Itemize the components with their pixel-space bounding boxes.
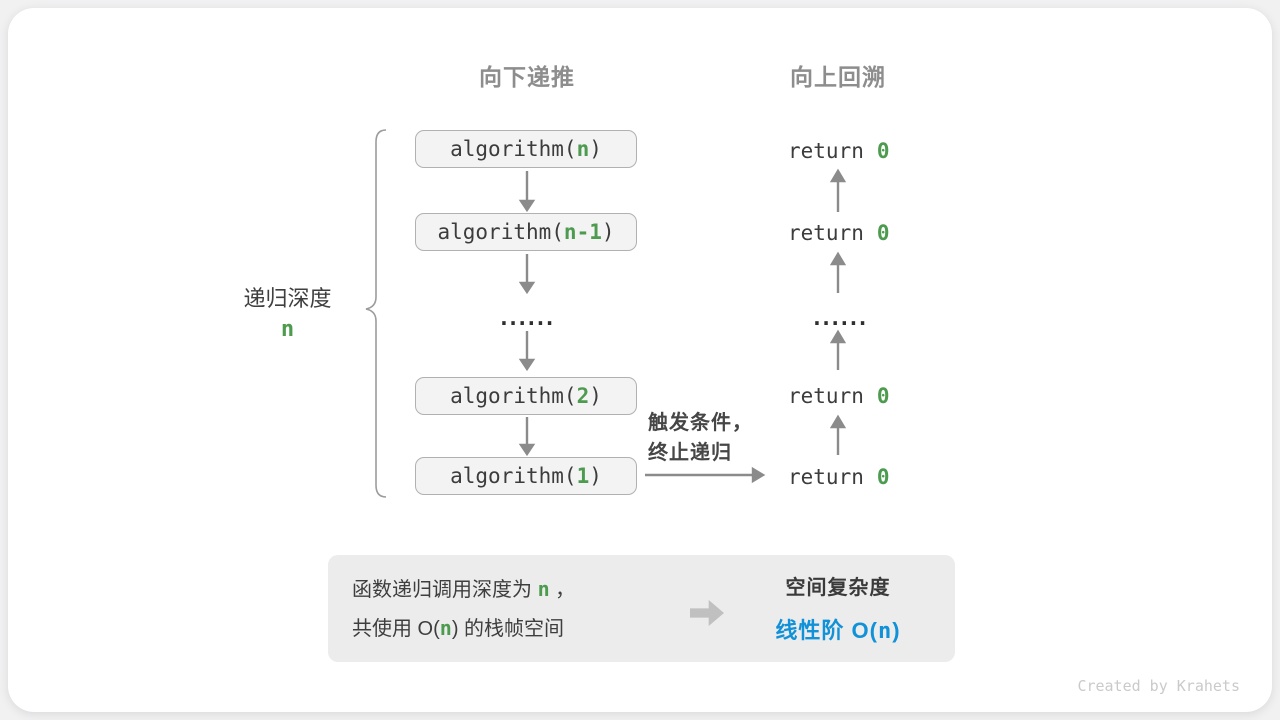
summary-text: ) 的栈帧空间 xyxy=(451,618,565,640)
code-text: algorithm( xyxy=(450,464,577,488)
call-box-algorithm-n-1: algorithm(n-1) xyxy=(415,213,637,251)
summary-line2: 共使用 O(n) 的栈帧空间 xyxy=(352,609,682,648)
header-backtrack: 向上回溯 xyxy=(790,64,886,90)
depth-value: n xyxy=(280,317,295,342)
ellipsis-right: ...... xyxy=(810,306,869,330)
return-value: 0 xyxy=(876,465,890,489)
return-keyword: return xyxy=(788,465,864,489)
summary-text: ， xyxy=(549,579,576,601)
return-value: 0 xyxy=(876,139,890,163)
return-statement-3: return 0 xyxy=(788,384,890,408)
return-keyword: return xyxy=(788,139,864,163)
code-text: ) xyxy=(589,384,602,408)
return-keyword: return xyxy=(788,221,864,245)
depth-label: 递归深度 xyxy=(243,286,332,311)
summary-panel xyxy=(328,555,955,662)
call-box-algorithm-2: algorithm(2) xyxy=(415,377,637,415)
summary-var-n: n xyxy=(439,616,452,640)
summary-line1: 函数递归调用深度为 n ， xyxy=(352,570,682,609)
complexity-var-n: n xyxy=(877,619,893,644)
complexity-value: 线性阶 O(n) xyxy=(738,613,938,645)
code-text: algorithm( xyxy=(450,384,577,408)
code-text: ) xyxy=(601,220,615,244)
base-case-note-line1: 触发条件， xyxy=(648,412,753,434)
call-box-algorithm-n: algorithm(n) xyxy=(415,130,637,168)
complexity-text: ) xyxy=(892,618,901,643)
return-statement-1: return 0 xyxy=(788,139,890,163)
code-text: algorithm( xyxy=(450,137,577,161)
summary-var-n: n xyxy=(537,577,550,601)
summary-text: 共使用 O( xyxy=(352,618,440,640)
return-value: 0 xyxy=(876,221,890,245)
base-case-note-line2: 终止递归 xyxy=(648,442,732,464)
summary-left-text: 函数递归调用深度为 n ， 共使用 O(n) 的栈帧空间 xyxy=(352,570,682,648)
code-arg: n-1 xyxy=(563,220,602,244)
return-value: 0 xyxy=(876,384,890,408)
return-statement-4: return 0 xyxy=(788,465,890,489)
header-descend: 向下递推 xyxy=(479,64,575,90)
code-text: ) xyxy=(589,464,602,488)
complexity-title: 空间复杂度 xyxy=(785,577,891,599)
code-text: ) xyxy=(589,137,602,161)
code-arg: n xyxy=(576,137,590,161)
call-box-algorithm-1: algorithm(1) xyxy=(415,457,637,495)
ellipsis-left: ...... xyxy=(497,306,556,330)
code-text: algorithm( xyxy=(437,220,564,244)
code-arg: 1 xyxy=(576,464,590,488)
summary-text: 函数递归调用深度为 xyxy=(352,579,538,601)
code-arg: 2 xyxy=(576,384,590,408)
return-keyword: return xyxy=(788,384,864,408)
return-statement-2: return 0 xyxy=(788,221,890,245)
complexity-text: 线性阶 O( xyxy=(775,618,878,643)
watermark: Created by Krahets xyxy=(1077,677,1240,695)
